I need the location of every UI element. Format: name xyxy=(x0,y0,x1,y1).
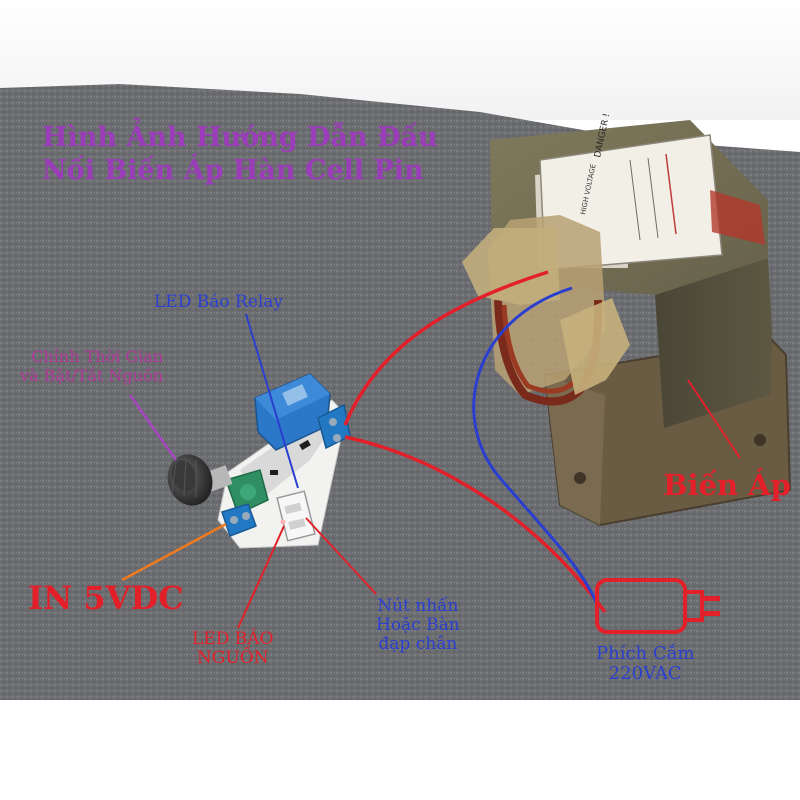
title-line-2: Nối Biến Áp Hàn Cell Pin xyxy=(42,154,424,186)
label-led-bao-nguon-line-2: NGUỒN xyxy=(196,648,269,669)
relay-output-terminal xyxy=(317,403,351,450)
rotary-knob xyxy=(167,454,213,506)
label-chinh-thoi-gian: Chỉnh Thời Gian và Bật/Tắt Nguồn xyxy=(20,347,164,386)
blue-wire xyxy=(472,286,598,603)
bottom-white-band xyxy=(0,700,800,800)
plug-icon xyxy=(595,578,720,634)
pointer-chinh-thoi-gian xyxy=(128,394,178,461)
label-chinh-thoi-gian-line-2: và Bật/Tắt Nguồn xyxy=(20,365,164,385)
red-wire-to-plug xyxy=(344,435,607,614)
switch-connector xyxy=(276,490,316,542)
label-nut-nhan-line-2: Hoặc Bàn xyxy=(376,615,460,636)
label-nut-nhan-line-3: đạp chân xyxy=(378,634,458,655)
label-phich-cam-line-2: 220VAC xyxy=(608,663,682,685)
pointer-led-relay xyxy=(245,313,299,489)
label-nut-nhan-line-1: Nút nhấn xyxy=(377,596,459,616)
input-terminal xyxy=(221,503,257,537)
label-led-relay: LED Báo Relay xyxy=(154,292,284,312)
transformer: DANGER ! HIGH VOLTAGE xyxy=(462,112,792,527)
label-phich-cam: Phích Cắm 220VAC xyxy=(596,643,695,685)
label-led-bao-nguon-line-1: LED BÁO xyxy=(192,629,274,649)
label-in-5vdc: IN 5VDC xyxy=(28,579,184,617)
pointer-nut-nhan xyxy=(305,517,377,595)
label-chinh-thoi-gian-line-1: Chỉnh Thời Gian xyxy=(31,347,164,366)
label-led-bao-nguon: LED BÁO NGUỒN xyxy=(192,629,274,669)
pointer-led-bao-nguon xyxy=(237,525,285,629)
red-wire-to-transformer xyxy=(343,270,549,426)
pointer-in-5vdc xyxy=(121,522,227,582)
label-nut-nhan: Nút nhấn Hoặc Bàn đạp chân xyxy=(376,596,460,655)
label-bien-ap: Biến Áp xyxy=(663,468,791,502)
label-phich-cam-line-1: Phích Cắm xyxy=(596,643,695,664)
pointer-bien-ap xyxy=(687,379,741,459)
title-line-1: Hình Ảnh Hướng Dẫn Đấu xyxy=(42,122,438,153)
diagram-title: Hình Ảnh Hướng Dẫn Đấu Nối Biến Áp Hàn C… xyxy=(42,122,438,188)
timer-pcb-module xyxy=(167,373,351,549)
